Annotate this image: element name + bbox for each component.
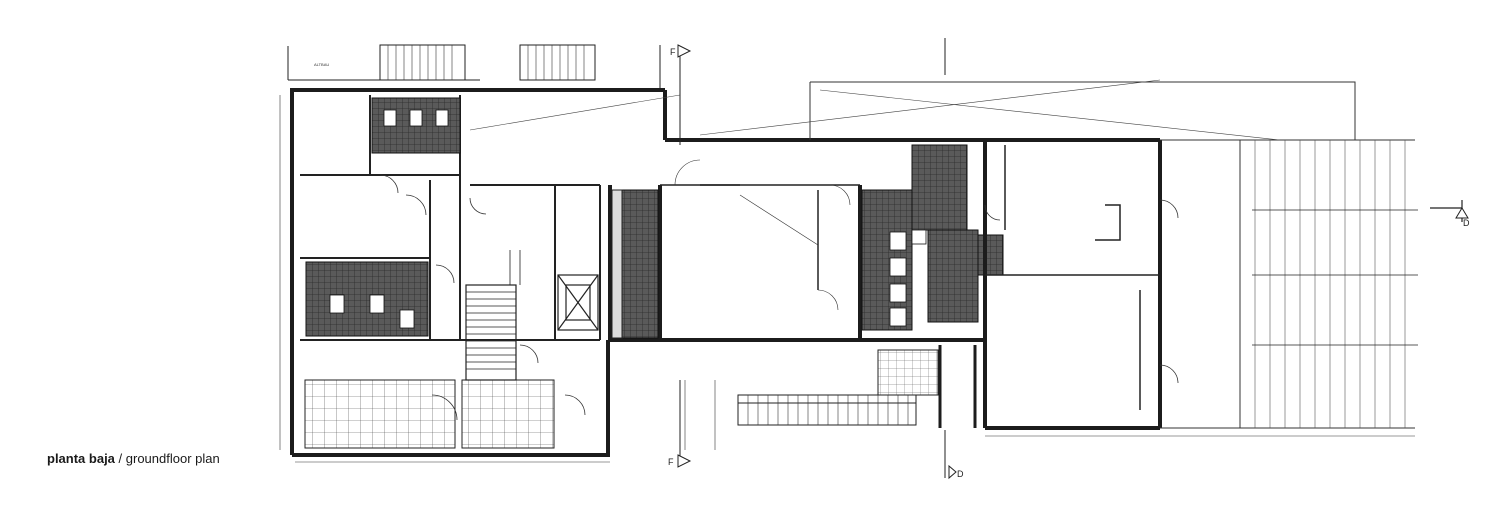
caption-spanish: planta baja (47, 451, 115, 466)
section-d-arrow-bottom (948, 464, 957, 480)
right-interior (985, 145, 1160, 410)
terrace-diagonal-lines (469, 79, 1281, 141)
right-door-swings (984, 199, 1179, 384)
altbau-label: ALTBAU (314, 62, 329, 67)
core-tiles-bottom (927, 229, 979, 323)
section-line-f (679, 38, 946, 478)
ramp (737, 394, 917, 426)
elevator-shaft (557, 274, 599, 331)
core-fixtures (889, 229, 927, 327)
entry-mat (877, 349, 939, 396)
middle-interior (660, 184, 860, 290)
shelf-strip (611, 189, 623, 339)
left-block-walls (290, 88, 665, 457)
corridor-tiles-left (621, 189, 659, 339)
middle-diagonals (674, 159, 851, 311)
core-tiles-top (911, 144, 968, 231)
plan-caption: planta baja / groundfloor plan (47, 451, 220, 466)
door-swings-left (379, 174, 586, 421)
entry-walls (938, 345, 977, 428)
caption-separator: / (114, 451, 126, 466)
altbau-strip (287, 44, 661, 90)
right-block-walls (983, 140, 1162, 430)
terrace-ticks (1252, 209, 1418, 346)
dimension-lines (279, 95, 1415, 463)
section-d-right (1430, 200, 1463, 222)
ramp-steps (747, 395, 909, 425)
terrace-dimension-lines (1254, 140, 1406, 428)
section-f-arrow-bottom (677, 454, 692, 468)
caption-english: groundfloor plan (125, 451, 220, 466)
hall-floor-grid (304, 379, 456, 449)
wc-fixtures (329, 109, 449, 329)
middle-block-walls (608, 90, 1160, 342)
section-f-bottom-label: F (668, 457, 674, 467)
section-d-arrow-right (1455, 207, 1469, 219)
section-d-bottom-label: D (957, 469, 964, 479)
main-stair (465, 250, 521, 381)
section-d-right-label: D (1463, 218, 1470, 228)
hall-floor-grid-2 (461, 379, 555, 449)
core-tiles-side (977, 234, 1004, 276)
section-f-top-label: F (670, 47, 676, 57)
altbau-stair-lines (387, 45, 585, 80)
terrace-outline (809, 81, 1415, 429)
section-f-arrow-top (677, 44, 692, 58)
